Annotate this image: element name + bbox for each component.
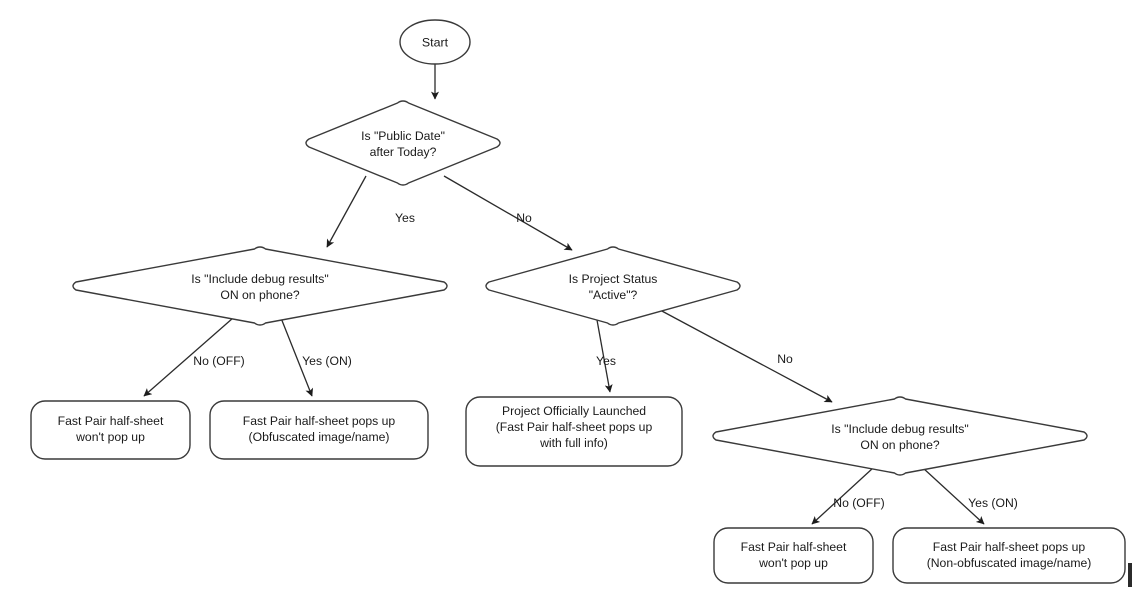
node-result-no-popup-right[interactable]: Fast Pair half-sheet won't pop up <box>713 527 874 584</box>
edge-crop-marker <box>1128 563 1132 587</box>
decision-debug-left-line1: Is "Include debug results" <box>191 272 328 286</box>
result-non-obfuscated-line2: (Non-obfuscated image/name) <box>927 556 1092 570</box>
node-decision-project-status[interactable]: Is Project Status "Active"? <box>485 246 741 326</box>
decision-debug-right-line2: ON on phone? <box>860 438 940 452</box>
edge-d2-yes-to-r2 <box>280 317 314 397</box>
node-result-officially-launched[interactable]: Project Officially Launched (Fast Pair h… <box>465 396 683 467</box>
decision-public-date-line1: Is "Public Date" <box>361 129 445 143</box>
edge-label-d3-yes: Yes <box>596 354 616 368</box>
result-box-non-obfuscated <box>892 527 1126 584</box>
decision-debug-right-line1: Is "Include debug results" <box>831 422 968 436</box>
edge-d4-yes-to-r5 <box>922 467 985 525</box>
edge-d4-no-to-r4 <box>811 467 874 525</box>
node-decision-public-date[interactable]: Is "Public Date" after Today? <box>305 100 501 186</box>
result-no-popup-left-line2: won't pop up <box>75 430 145 444</box>
result-officially-launched-line1: Project Officially Launched <box>502 404 646 418</box>
result-no-popup-left-line1: Fast Pair half-sheet <box>58 414 164 428</box>
decision-public-date-line2: after Today? <box>370 145 437 159</box>
result-box-obfuscated <box>209 400 429 460</box>
result-no-popup-right-line1: Fast Pair half-sheet <box>741 540 847 554</box>
node-result-obfuscated[interactable]: Fast Pair half-sheet pops up (Obfuscated… <box>209 400 429 460</box>
start-ellipse <box>399 19 471 65</box>
result-box-officially-launched <box>465 396 683 467</box>
edge-label-d4-no: No (OFF) <box>833 496 884 510</box>
edge-d2-no-to-r1 <box>143 317 234 397</box>
decision-project-status-line2: "Active"? <box>589 288 638 302</box>
edge-label-group: Yes No No (OFF) Yes (ON) Yes No No (OFF)… <box>193 211 1018 510</box>
edge-label-d3-no: No <box>777 352 793 366</box>
start-label: Start <box>422 35 449 49</box>
edge-d3-no-to-d4 <box>659 309 833 403</box>
node-start[interactable]: Start <box>399 19 471 65</box>
result-officially-launched-line3: with full info) <box>539 436 608 450</box>
result-officially-launched-line2: (Fast Pair half-sheet pops up <box>496 420 653 434</box>
edge-group <box>143 64 985 525</box>
edge-d3-yes-to-r3 <box>596 319 613 393</box>
decision-diamond-debug-left <box>72 246 448 326</box>
result-obfuscated-line2: (Obfuscated image/name) <box>249 430 390 444</box>
node-decision-debug-right[interactable]: Is "Include debug results" ON on phone? <box>712 396 1088 476</box>
edge-d1-yes-to-d2 <box>326 175 367 248</box>
result-box-no-popup-right <box>713 527 874 584</box>
result-box-no-popup-left <box>30 400 191 460</box>
result-no-popup-right-line2: won't pop up <box>758 556 828 570</box>
edge-d1-no-to-d3 <box>443 175 573 251</box>
decision-diamond-public-date <box>305 100 501 186</box>
node-result-no-popup-left[interactable]: Fast Pair half-sheet won't pop up <box>30 400 191 460</box>
decision-project-status-line1: Is Project Status <box>569 272 658 286</box>
result-non-obfuscated-line1: Fast Pair half-sheet pops up <box>933 540 1086 554</box>
node-decision-debug-left[interactable]: Is "Include debug results" ON on phone? <box>72 246 448 326</box>
result-obfuscated-line1: Fast Pair half-sheet pops up <box>243 414 396 428</box>
decision-diamond-debug-right <box>712 396 1088 476</box>
edge-label-d4-yes: Yes (ON) <box>968 496 1018 510</box>
edge-label-d1-yes: Yes <box>395 211 415 225</box>
decision-debug-left-line2: ON on phone? <box>220 288 300 302</box>
edge-label-d2-yes: Yes (ON) <box>302 354 352 368</box>
node-result-non-obfuscated[interactable]: Fast Pair half-sheet pops up (Non-obfusc… <box>892 527 1126 584</box>
edge-label-d2-no: No (OFF) <box>193 354 244 368</box>
edge-label-d1-no: No <box>516 211 532 225</box>
decision-diamond-project-status <box>485 246 741 326</box>
